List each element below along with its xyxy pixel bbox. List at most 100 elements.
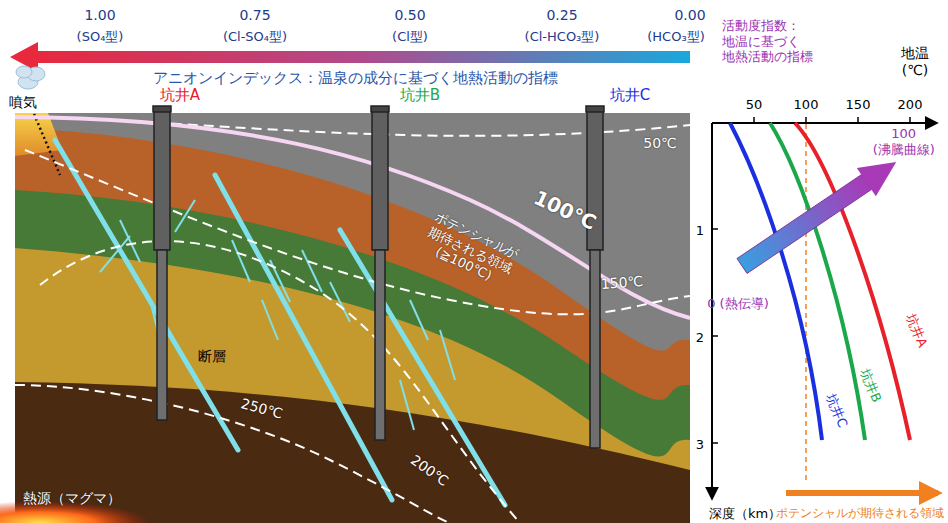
isotherm-label: 50℃ [643, 135, 677, 152]
isotherm-200 [40, 241, 520, 523]
tick-label: 2 [696, 330, 704, 346]
tick [857, 117, 859, 123]
well-label: 坑井A [160, 86, 200, 104]
faults [55, 140, 505, 505]
well-pipe [375, 250, 385, 440]
axis-title: 深度（km） [709, 505, 781, 521]
index-value: 0.25 [546, 7, 577, 24]
well-label: 坑井C [610, 86, 650, 104]
steam-puff [16, 66, 32, 78]
well-head [586, 106, 604, 112]
well-b [371, 106, 389, 440]
index-type-holder: (Cl-SO₄型) [223, 26, 287, 45]
index-value-holder: 0.75 [239, 5, 270, 24]
curve-label-holder: 坑井A [903, 310, 934, 349]
fracture [440, 330, 455, 380]
fracture [400, 380, 414, 430]
activity-max-holder: 100 (沸騰曲線) [863, 126, 944, 158]
curve-label: 坑井C [823, 391, 851, 429]
activity-bar [737, 175, 871, 274]
potential-arrow [786, 490, 938, 496]
index-value: 1.00 [84, 7, 115, 24]
isotherm-label: 200℃ [407, 452, 451, 490]
well-a [153, 106, 171, 420]
potential-label: ポテンシャルが期待される領域 [776, 507, 944, 521]
tick-label-holder: 100 [794, 94, 819, 113]
vent-label: 噴気 [9, 94, 37, 111]
index-type: (Cl型) [392, 29, 428, 45]
isotherm-label: 250℃ [239, 395, 284, 422]
well-head [371, 106, 389, 112]
index-type-holder: (SO₄型) [77, 26, 124, 45]
index-value-holder: 0.50 [394, 5, 425, 24]
well-label: 坑井B [400, 86, 440, 104]
ticks [712, 117, 910, 443]
well-casing [372, 108, 388, 250]
activity-title: 活動度指数： 地温に基づく 地熱活動の指標 [722, 18, 820, 65]
tick-label-holder: 150 [846, 94, 871, 113]
isotherm-label-holder: 50℃ [643, 133, 677, 152]
tick-label: 50 [746, 97, 763, 113]
well-casing [154, 108, 170, 250]
potential-label: ポテンシャルが 期待される領域 (≧100℃) [417, 208, 524, 291]
curve-c [730, 123, 822, 440]
axis-title-holder: 深度（km） [709, 502, 781, 521]
isotherm-label: 150℃ [600, 273, 644, 293]
tan-layer [15, 248, 690, 523]
isotherm-label-holder: 200℃ [407, 450, 453, 490]
tick [712, 442, 718, 444]
curve-label: 坑井B [857, 366, 885, 404]
fracture [410, 300, 428, 340]
tick-label-holder: 1 [696, 220, 704, 239]
potential-label-holder: ポテンシャルが期待される領域 [776, 502, 944, 521]
fault-line [215, 175, 392, 500]
boiling-threshold [805, 124, 807, 480]
tick-label-holder: 50 [746, 94, 763, 113]
curve-a [795, 123, 910, 440]
index-value-holder: 0.00 [674, 5, 705, 24]
index-type-holder: (Cl型) [392, 26, 428, 45]
heat-source-label-holder: 熱源（マグマ） [23, 488, 121, 507]
well-pipe [157, 250, 167, 420]
index-caption: アニオンインデックス：温泉の成分に基づく地熱活動の指標 [153, 69, 558, 87]
index-type: (HCO₃型) [647, 29, 704, 45]
index-type: (Cl-SO₄型) [223, 29, 287, 45]
index-type: (Cl-HCO₃型) [525, 29, 600, 45]
isotherm-label: 100℃ [530, 185, 600, 235]
tick [805, 117, 807, 123]
activity-title-holder: 活動度指数： 地温に基づく 地熱活動の指標 [722, 18, 820, 65]
fault-label-holder: 断層 [198, 346, 226, 365]
fracture [232, 240, 250, 282]
vent-label-holder: 噴気 [9, 92, 37, 111]
dark-layer [15, 382, 690, 523]
tick-label: 1 [696, 223, 704, 239]
well-pipe [590, 250, 600, 448]
axis-title: 地温 (℃) [894, 45, 936, 79]
tick-label: 200 [898, 97, 923, 113]
index-type: (SO₄型) [77, 29, 124, 45]
index-arrow [10, 42, 690, 72]
tick-label: 3 [696, 437, 704, 453]
fracture [330, 282, 350, 322]
axis-title-holder: 地温 (℃) [894, 45, 936, 79]
fracture [262, 300, 278, 340]
isotherm-label-holder: 250℃ [239, 393, 285, 422]
fracture [302, 250, 322, 292]
tick [712, 228, 718, 230]
tick-label: 100 [794, 97, 819, 113]
index-bar [34, 51, 690, 63]
tick-label-holder: 3 [696, 434, 704, 453]
x-axis [712, 122, 936, 124]
fault-line [55, 140, 238, 450]
fracture [100, 236, 130, 272]
activity-arrow [732, 148, 905, 280]
well-label-holder: 坑井A [160, 85, 200, 104]
activity-max: 100 (沸騰曲線) [863, 126, 944, 157]
activity-min: 0 (熱伝導) [706, 296, 771, 312]
index-value-holder: 0.25 [546, 5, 577, 24]
wells [153, 106, 604, 448]
index-value-holder: 1.00 [84, 5, 115, 24]
potential-label-holder: ポテンシャルが 期待される領域 (≧100℃) [416, 208, 523, 291]
